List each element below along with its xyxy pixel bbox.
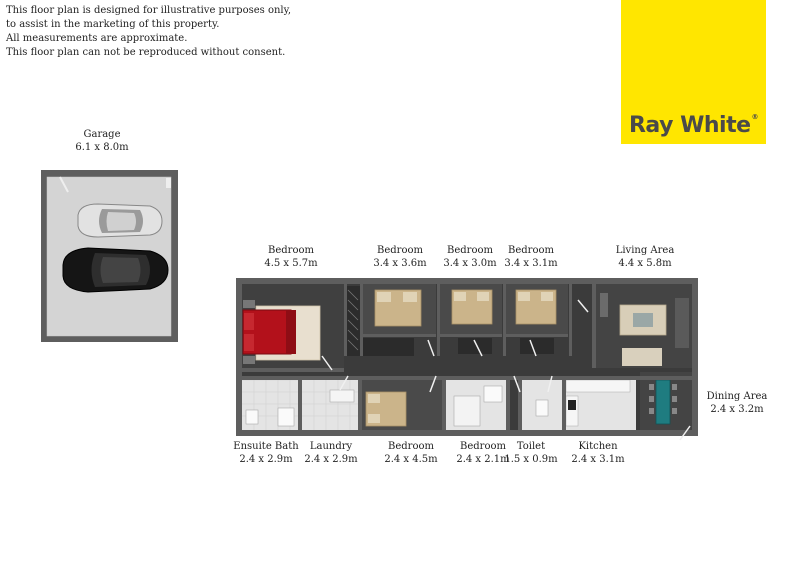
door-swings [321,299,691,441]
kitchen-floor [565,379,636,430]
disclaimer: This floor plan is designed for illustra… [6,4,291,60]
ensuite-floor [242,379,298,430]
bedroom-3-floor [440,284,502,354]
car-silver [77,203,163,238]
bedroom-6-floor [446,380,506,430]
disclaimer-line: This floor plan is designed for illustra… [6,5,292,16]
bedroom-main-floor [242,284,344,370]
disclaimer-line: This floor plan can not be reproduced wi… [6,47,286,58]
disclaimer-line: All measurements are approximate. [6,33,188,44]
toilet-floor [522,380,562,430]
car-black [62,247,169,293]
ray-white-logo: Ray White® [621,0,766,144]
dining-area-floor [640,372,692,430]
interior-walls-bottom [242,284,692,430]
wardrobe-hangers [347,289,359,351]
living-area-floor [596,284,692,368]
bedroom-4-floor [506,284,568,354]
laundry-floor [302,380,358,430]
disclaimer-line: to assist in the marketing of this prope… [6,19,220,30]
bedroom-2-floor [362,284,436,356]
logo-text: Ray White® [628,113,759,138]
interior-walls-top [242,284,572,372]
bedroom-5-floor [362,380,442,430]
